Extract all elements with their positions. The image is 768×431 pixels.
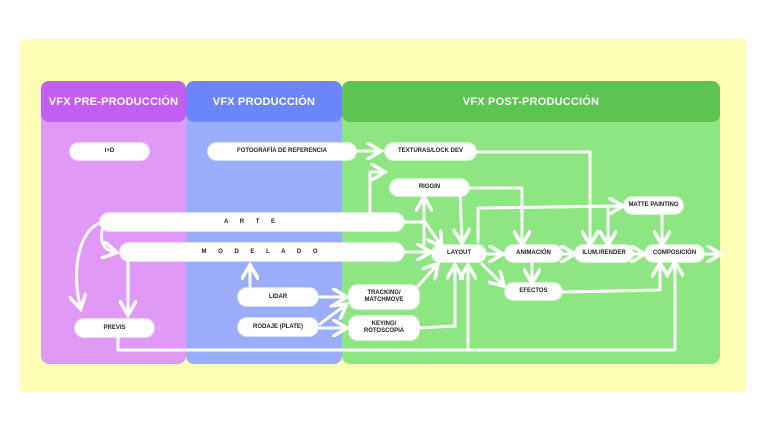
arrow-tracking-layout xyxy=(416,266,436,288)
arrow-arte-modelado xyxy=(100,228,115,252)
arrow-riggin-animacion xyxy=(468,186,522,242)
node-i-d: I+D xyxy=(70,143,149,160)
node-matte-painting: MATTE PAINTING xyxy=(624,197,683,214)
arrow-riggin-layout xyxy=(460,192,462,240)
node-tracking: TRACKING/MATCHMOVE xyxy=(349,285,419,309)
node-ilum-render: ILUM./RENDER xyxy=(575,245,633,262)
arrow-rodaje-tracking xyxy=(318,306,344,326)
node-previs: PREVIS xyxy=(75,319,154,337)
node-animacion: ANIMACIÓN xyxy=(505,245,562,262)
node-keying-line-2: ROTOSCOPIA xyxy=(363,328,405,334)
node-tracking-line-2: MATCHMOVE xyxy=(364,297,404,303)
node-texturas: TEXTURAS/LOCK DEV xyxy=(385,143,476,160)
arrow-texturas-ilum xyxy=(474,150,590,242)
node-composicion: COMPOSICIÓN xyxy=(645,245,704,262)
column-title-produccion: VFX PRODUCCIÓN xyxy=(186,81,342,122)
node-fotografia-referencia: FOTOGRAFÍA DE REFERENCIA xyxy=(208,143,356,160)
arrow-layout-efectos xyxy=(480,262,502,284)
node-modelado: M O D E L A D O xyxy=(120,243,404,261)
arrow-previs-composicion xyxy=(116,265,675,352)
column-title-post-produccion: VFX POST-PRODUCCIÓN xyxy=(342,81,720,122)
arrow-efectos-composicion xyxy=(560,266,660,294)
node-keying: KEYING/ROTOSCOPIA xyxy=(349,316,419,340)
node-tracking-line-1: TRACKING/ xyxy=(367,290,401,297)
arrow-layout-matte xyxy=(476,206,620,244)
column-title-pre-produccion: VFX PRE-PRODUCCIÓN xyxy=(41,81,186,122)
node-efectos: EFECTOS xyxy=(505,283,562,300)
node-arte: A R T E xyxy=(100,213,404,231)
node-layout: LAYOUT xyxy=(432,245,486,262)
node-riggin: RIGGIN xyxy=(390,179,469,196)
arrow-arte-texturas xyxy=(368,172,382,216)
arrow-arte-previs xyxy=(77,220,104,306)
node-lidar: LIDAR xyxy=(238,288,318,306)
node-rodaje: RODAJE (PLATE) xyxy=(238,318,318,336)
node-keying-line-1: KEYING/ xyxy=(371,321,397,328)
arrow-keying-layout xyxy=(416,268,455,330)
